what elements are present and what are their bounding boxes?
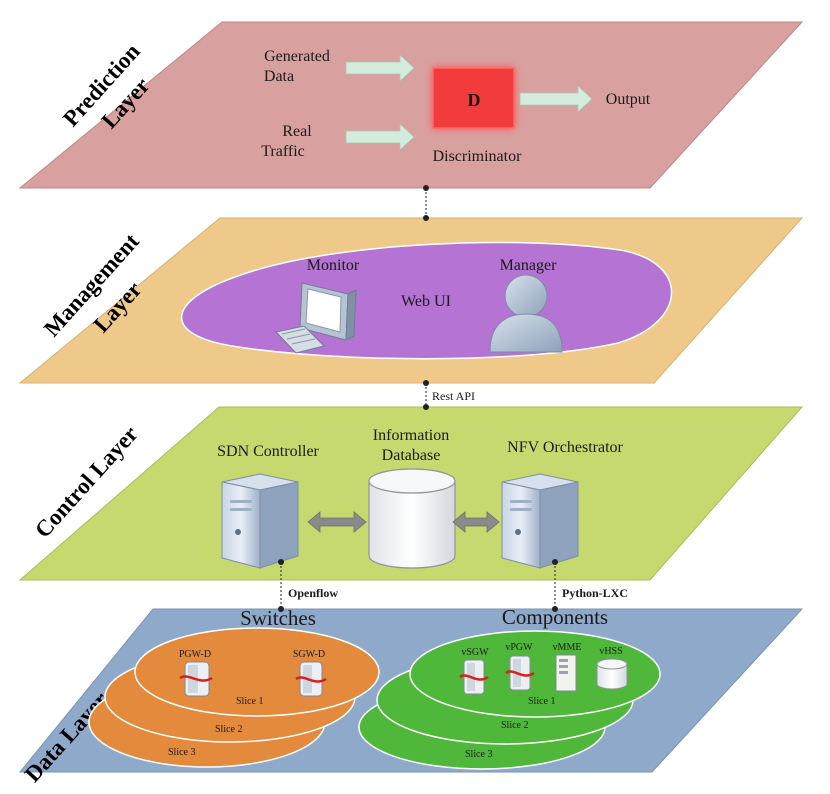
python-lxc-label: Python-LXC [562,586,628,600]
vpgw-label: vPGW [505,642,533,653]
db-nfv-double-arrow [452,511,500,533]
generated-data-arrow [345,54,415,82]
nfv-orchestrator-server-icon [501,473,579,569]
nfv-orchestrator-label: NFV Orchestrator [507,439,623,456]
manager-label: Manager [500,257,558,274]
sdn-controller-server-icon [221,473,299,569]
pgw-d-label: PGW-D [179,649,211,660]
connectors: Rest API Openflow Python-LXC [278,185,628,612]
rest-api-label: Rest API [432,389,475,403]
prediction-layer: Prediction Layer Generated Data Real Tra… [18,21,804,189]
real-traffic-label-line2: Traffic [261,143,305,160]
monitor-computer-icon [275,282,357,354]
output-label: Output [606,91,651,108]
control-layer: Control Layer SDN Controller Information… [18,406,804,581]
sgw-d-label: SGW-D [293,649,325,660]
component-slice-3-label: Slice 3 [465,749,493,760]
rest-api-dot-bottom [423,404,429,410]
monitor-label: Monitor [307,257,360,274]
switch-slice-1-label: Slice 1 [236,696,264,707]
vpgw-component-icon: vPGW [505,642,535,691]
sdn-db-double-arrow [307,511,367,533]
info-database-label-line2: Database [382,447,441,464]
discriminator-symbol: D [468,90,481,110]
switch-slice-3-label: Slice 3 [168,747,196,758]
sgw-d-switch-icon: SGW-D [293,649,327,697]
vmme-component-icon: vMME [553,642,582,692]
component-slice-2-label: Slice 2 [501,720,529,731]
data-layer: Data Layer Switches Components Slice 3 S… [18,605,804,787]
vsgw-component-icon: vSGW [459,647,489,695]
openflow-dot-bottom [278,606,284,612]
output-arrow [519,85,593,113]
component-slice-1 [409,630,661,718]
vhss-label: vHSS [599,646,622,657]
generated-data-label-line1: Generated [264,48,330,65]
prediction-management-dot-bottom [423,215,429,221]
manager-person-icon [489,274,563,353]
python-lxc-dot-bottom [552,606,558,612]
component-slice-1-label: Slice 1 [528,696,556,707]
pgw-d-switch-icon: PGW-D [179,649,213,697]
real-traffic-label-line1: Real [282,123,312,140]
real-traffic-arrow [345,123,415,151]
information-database-icon [368,468,456,569]
management-layer: Management Layer Monitor Manager Web UI [18,217,804,384]
web-ui-label: Web UI [401,293,451,310]
vhss-database-icon: vHSS [596,646,628,690]
vsgw-label: vSGW [461,647,489,658]
info-database-label-line1: Information [373,427,449,444]
switches-label: Switches [240,606,316,630]
generated-data-label-line2: Data [264,68,294,85]
switch-slice-2-label: Slice 2 [215,724,243,735]
vmme-label: vMME [553,642,582,653]
openflow-label: Openflow [288,586,338,600]
discriminator-label: Discriminator [433,148,523,165]
discriminator-box [432,67,515,129]
prediction-layer-plane [18,21,804,189]
sdn-controller-label: SDN Controller [217,443,319,460]
